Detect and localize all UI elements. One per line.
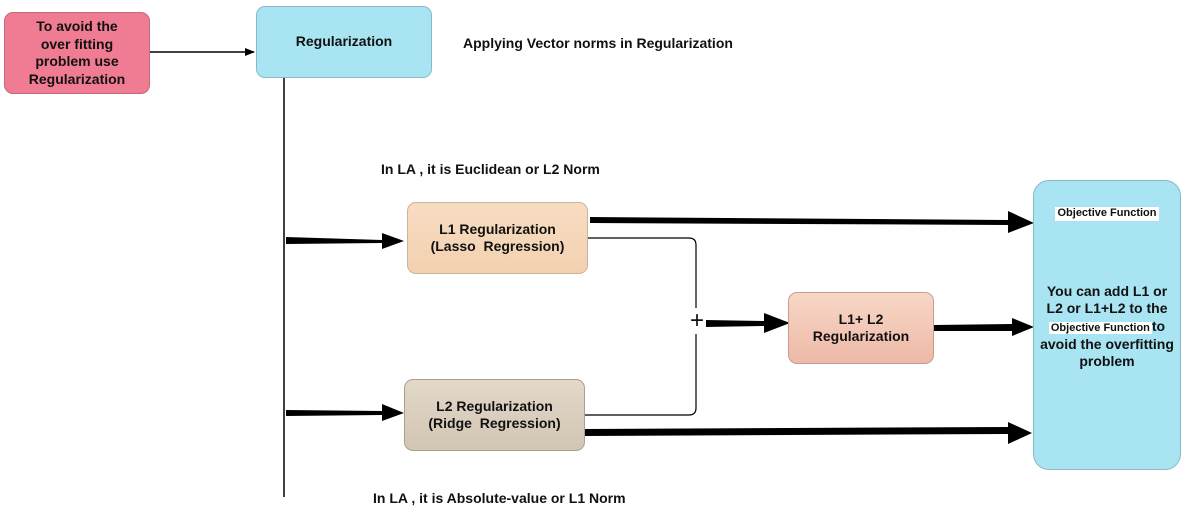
objective-inline-label: Objective Function: [1048, 321, 1152, 334]
l2-regularization-box: L2 Regularization (Ridge Regression): [404, 379, 585, 451]
start-box-line-3: problem use: [35, 53, 119, 69]
trunk-to-l1-arrow: [286, 233, 404, 249]
l2-line-2: (Ridge Regression): [428, 415, 561, 431]
objective-text-line-4: avoid the overfitting: [1040, 335, 1174, 352]
start-box-line-2: over fitting: [40, 35, 114, 52]
l1-to-objective-arrow: [590, 211, 1034, 233]
l2-to-objective-arrow: [584, 422, 1032, 444]
l1-line-2: (Lasso Regression): [430, 238, 565, 254]
note-bottom: In LA , it is Absolute-value or L1 Norm: [373, 490, 626, 506]
combined-line-1: L1+ L2: [838, 310, 884, 327]
objective-title: Objective Function: [1055, 207, 1159, 221]
regularization-box: Regularization: [256, 6, 432, 78]
combined-to-objective-arrow: [934, 318, 1034, 336]
objective-text-to: to: [1151, 317, 1166, 334]
start-box-line-1: To avoid the: [36, 18, 118, 34]
combined-regularization-box: L1+ L2 Regularization: [788, 292, 934, 364]
regularization-label: Regularization: [295, 33, 393, 50]
combined-line-2: Regularization: [812, 328, 910, 344]
start-box: To avoid the over fitting problem use Re…: [4, 12, 150, 94]
note-top: In LA , it is Euclidean or L2 Norm: [381, 161, 600, 177]
l2-line-1: L2 Regularization: [436, 397, 553, 414]
objective-text-line-2: L2 or L1+L2 to the: [1046, 300, 1168, 317]
start-box-line-4: Regularization: [28, 70, 126, 87]
objective-function-box: Objective Function You can add L1 or L2 …: [1033, 180, 1181, 470]
plus-to-combined-arrow: [705, 313, 790, 333]
trunk-to-l2-arrow: [286, 404, 404, 421]
combine-bracket: [585, 237, 697, 416]
objective-text-line-5: problem: [1079, 353, 1135, 369]
plus-sign: +: [688, 307, 707, 334]
l1-line-1: L1 Regularization: [439, 220, 556, 237]
diagram-heading: Applying Vector norms in Regularization: [463, 35, 733, 51]
l1-regularization-box: L1 Regularization (Lasso Regression): [407, 202, 588, 274]
objective-text-line-1: You can add L1 or: [1046, 282, 1168, 299]
